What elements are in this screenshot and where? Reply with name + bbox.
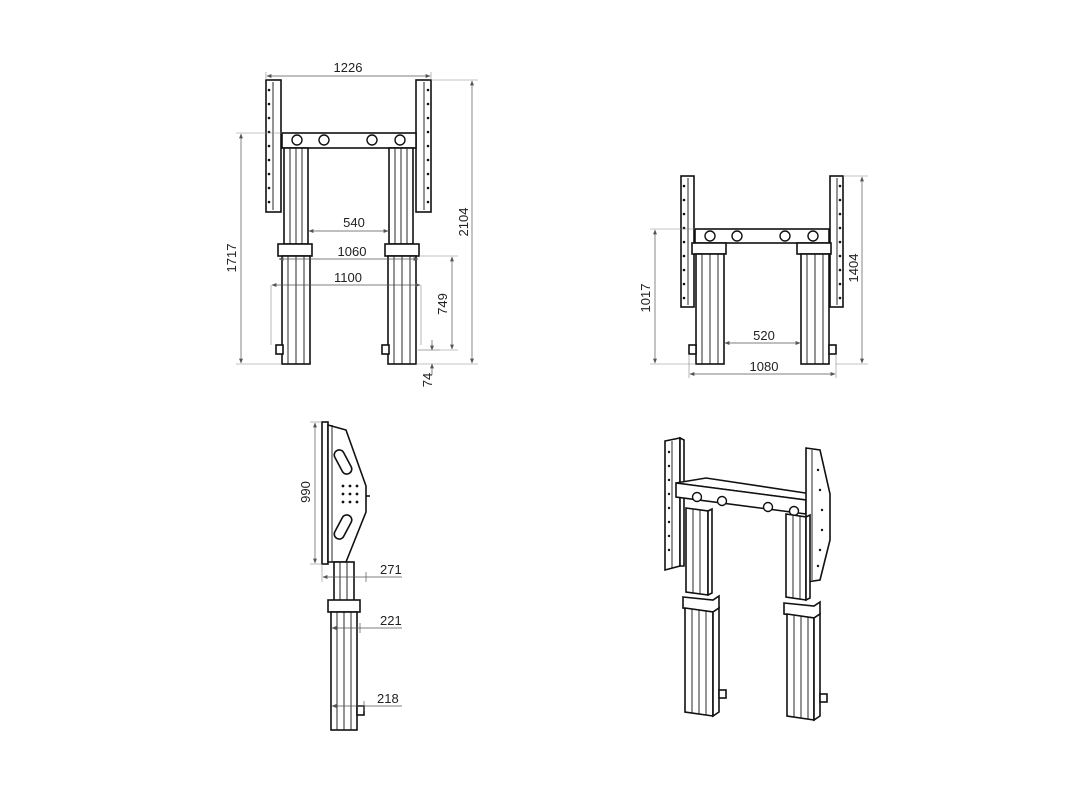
front-view-high: 1226 2104 1717 540 1060 1100 <box>224 60 478 387</box>
cross-bar <box>694 228 830 244</box>
column-side <box>327 561 365 731</box>
dim-1017: 1017 <box>638 228 696 365</box>
dim-520: 520 <box>724 328 801 345</box>
dim-label-1017: 1017 <box>638 284 653 313</box>
dim-label-1226: 1226 <box>334 60 363 75</box>
dim-221: 221 <box>331 613 402 633</box>
display-panel <box>321 421 329 565</box>
dim-label-1100: 1100 <box>334 270 362 285</box>
dim-label-1717: 1717 <box>224 244 239 273</box>
dim-540: 540 <box>308 215 389 233</box>
dim-990: 990 <box>298 421 322 565</box>
vesa-rail-left <box>680 175 695 308</box>
cross-bar <box>281 132 417 149</box>
dim-label-218: 218 <box>377 691 399 706</box>
vesa-rail-right <box>415 79 432 213</box>
dim-1226: 1226 <box>265 60 432 80</box>
column-left <box>275 147 313 365</box>
dim-label-1060: 1060 <box>338 244 367 259</box>
dim-label-1080: 1080 <box>750 359 779 374</box>
vesa-rail-left <box>664 436 685 572</box>
column-right <box>796 242 837 365</box>
dim-1100: 1100 <box>270 270 422 345</box>
dim-74: 74 <box>416 340 440 387</box>
column-left <box>688 242 727 365</box>
column-left <box>682 507 727 718</box>
dim-271: 271 <box>321 562 402 582</box>
dim-label-749: 749 <box>435 293 450 315</box>
dim-label-271: 271 <box>380 562 402 577</box>
dim-label-990: 990 <box>298 481 313 503</box>
dim-218: 218 <box>331 691 402 711</box>
dim-749: 749 <box>419 255 458 351</box>
dim-label-520: 520 <box>753 328 775 343</box>
column-right <box>381 147 420 365</box>
vesa-rail-left <box>265 79 282 213</box>
dim-2104: 2104 <box>416 79 478 365</box>
dim-label-74: 74 <box>420 373 435 387</box>
vesa-rail-right <box>829 175 844 308</box>
dim-1060: 1060 <box>278 244 419 261</box>
dim-label-1404: 1404 <box>846 254 861 283</box>
dim-label-540: 540 <box>343 215 365 230</box>
tilt-bracket <box>327 423 367 563</box>
cross-bar <box>675 477 814 517</box>
dim-1404: 1404 <box>836 175 868 365</box>
column-right <box>783 513 828 722</box>
front-view-low: 1017 1404 520 1080 <box>638 175 868 378</box>
dim-1080: 1080 <box>688 354 837 378</box>
dim-label-221: 221 <box>380 613 402 628</box>
side-view: 990 271 221 218 <box>298 421 402 731</box>
dim-label-2104: 2104 <box>456 208 471 237</box>
dim-1717: 1717 <box>224 132 282 365</box>
perspective-view <box>664 436 831 722</box>
